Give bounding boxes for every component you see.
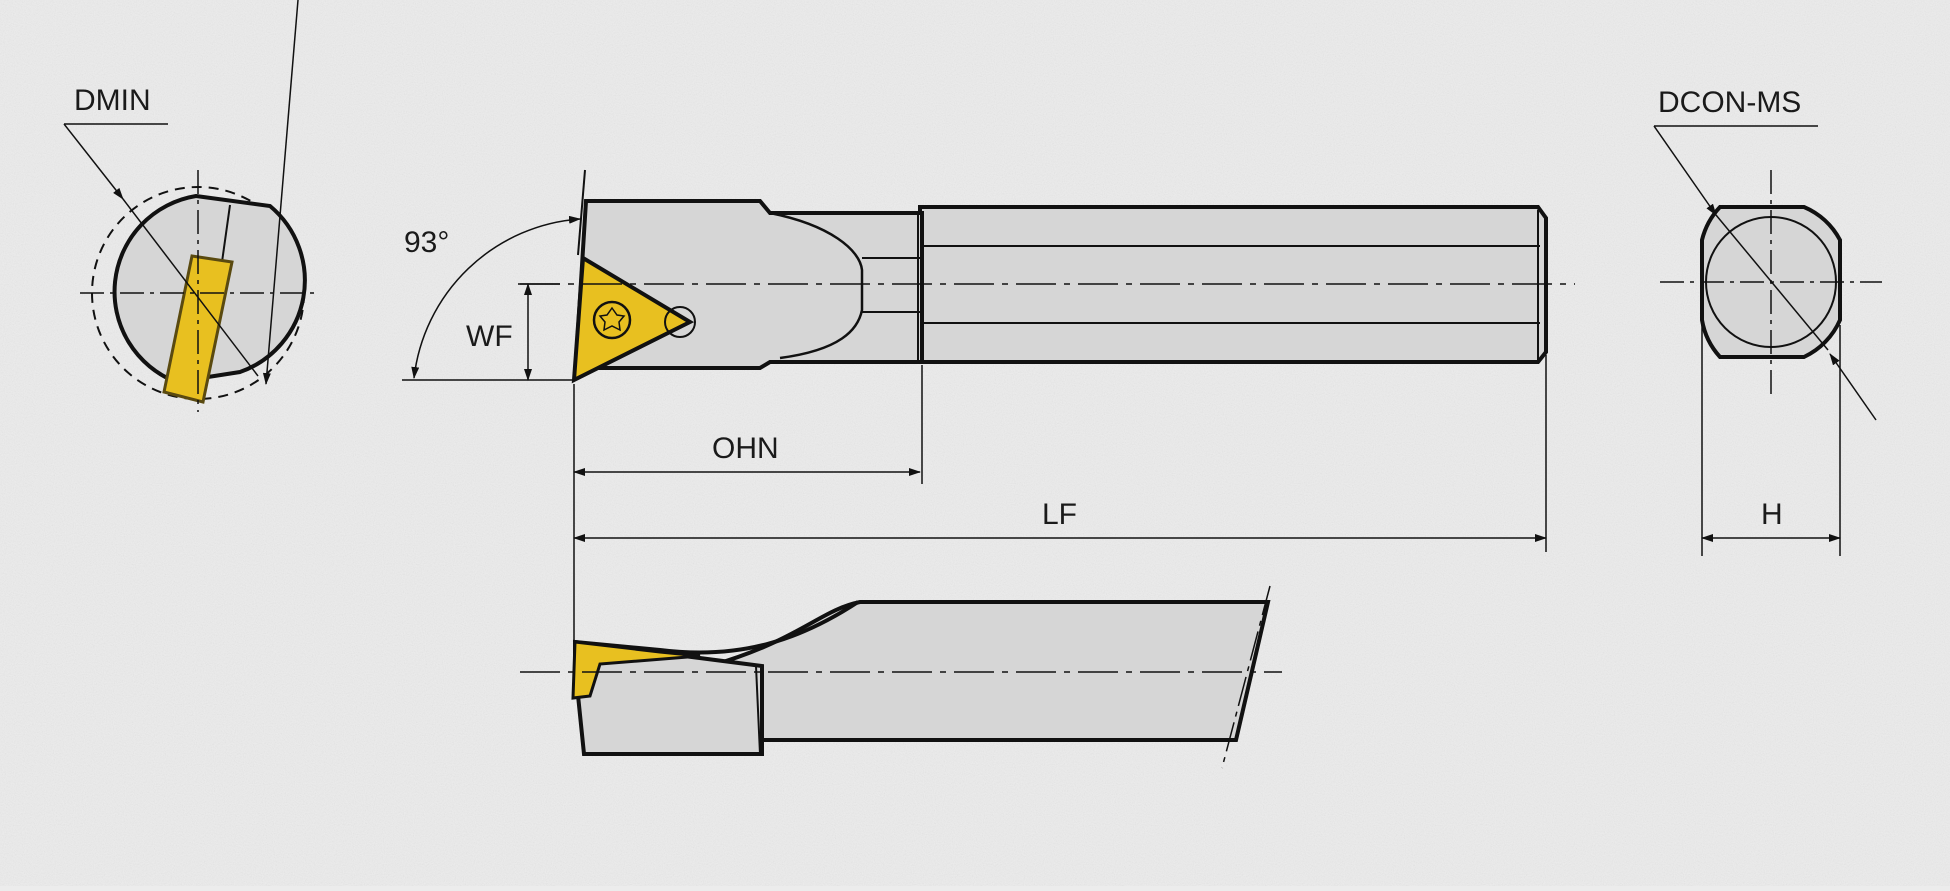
dcon-leader-arrow	[1653, 125, 1717, 216]
top-view: 93° WF OHN LF	[402, 169, 1575, 640]
end-view-right: DCON-MS H	[1653, 86, 1882, 556]
insert-screw	[592, 300, 632, 340]
side-step	[755, 665, 761, 755]
dcon-return-arrow	[1829, 353, 1877, 421]
dmin-diameter-line	[122, 198, 259, 377]
torx-icon	[598, 306, 626, 332]
dcon-ms-label: DCON-MS	[1658, 86, 1801, 119]
dmin-leader-arrow	[63, 123, 124, 200]
ohn-label: OHN	[712, 432, 779, 465]
angle-arc	[411, 215, 581, 379]
dmin-label: DMIN	[74, 84, 151, 117]
flat-edge	[221, 204, 231, 263]
lf-label: LF	[1042, 498, 1077, 531]
break-line	[1221, 585, 1271, 769]
side-insert	[571, 640, 701, 700]
end-view-left: DMIN	[63, 0, 318, 412]
clamp-pin	[664, 306, 696, 338]
angle-label: 93°	[404, 226, 449, 259]
head-contour	[769, 211, 864, 360]
wf-label: WF	[466, 320, 513, 353]
side-view	[520, 585, 1282, 769]
dmin-return-arrow	[262, 0, 299, 385]
dcon-diameter-line	[1715, 214, 1829, 351]
h-label: H	[1761, 498, 1783, 531]
side-head-top	[574, 600, 860, 655]
